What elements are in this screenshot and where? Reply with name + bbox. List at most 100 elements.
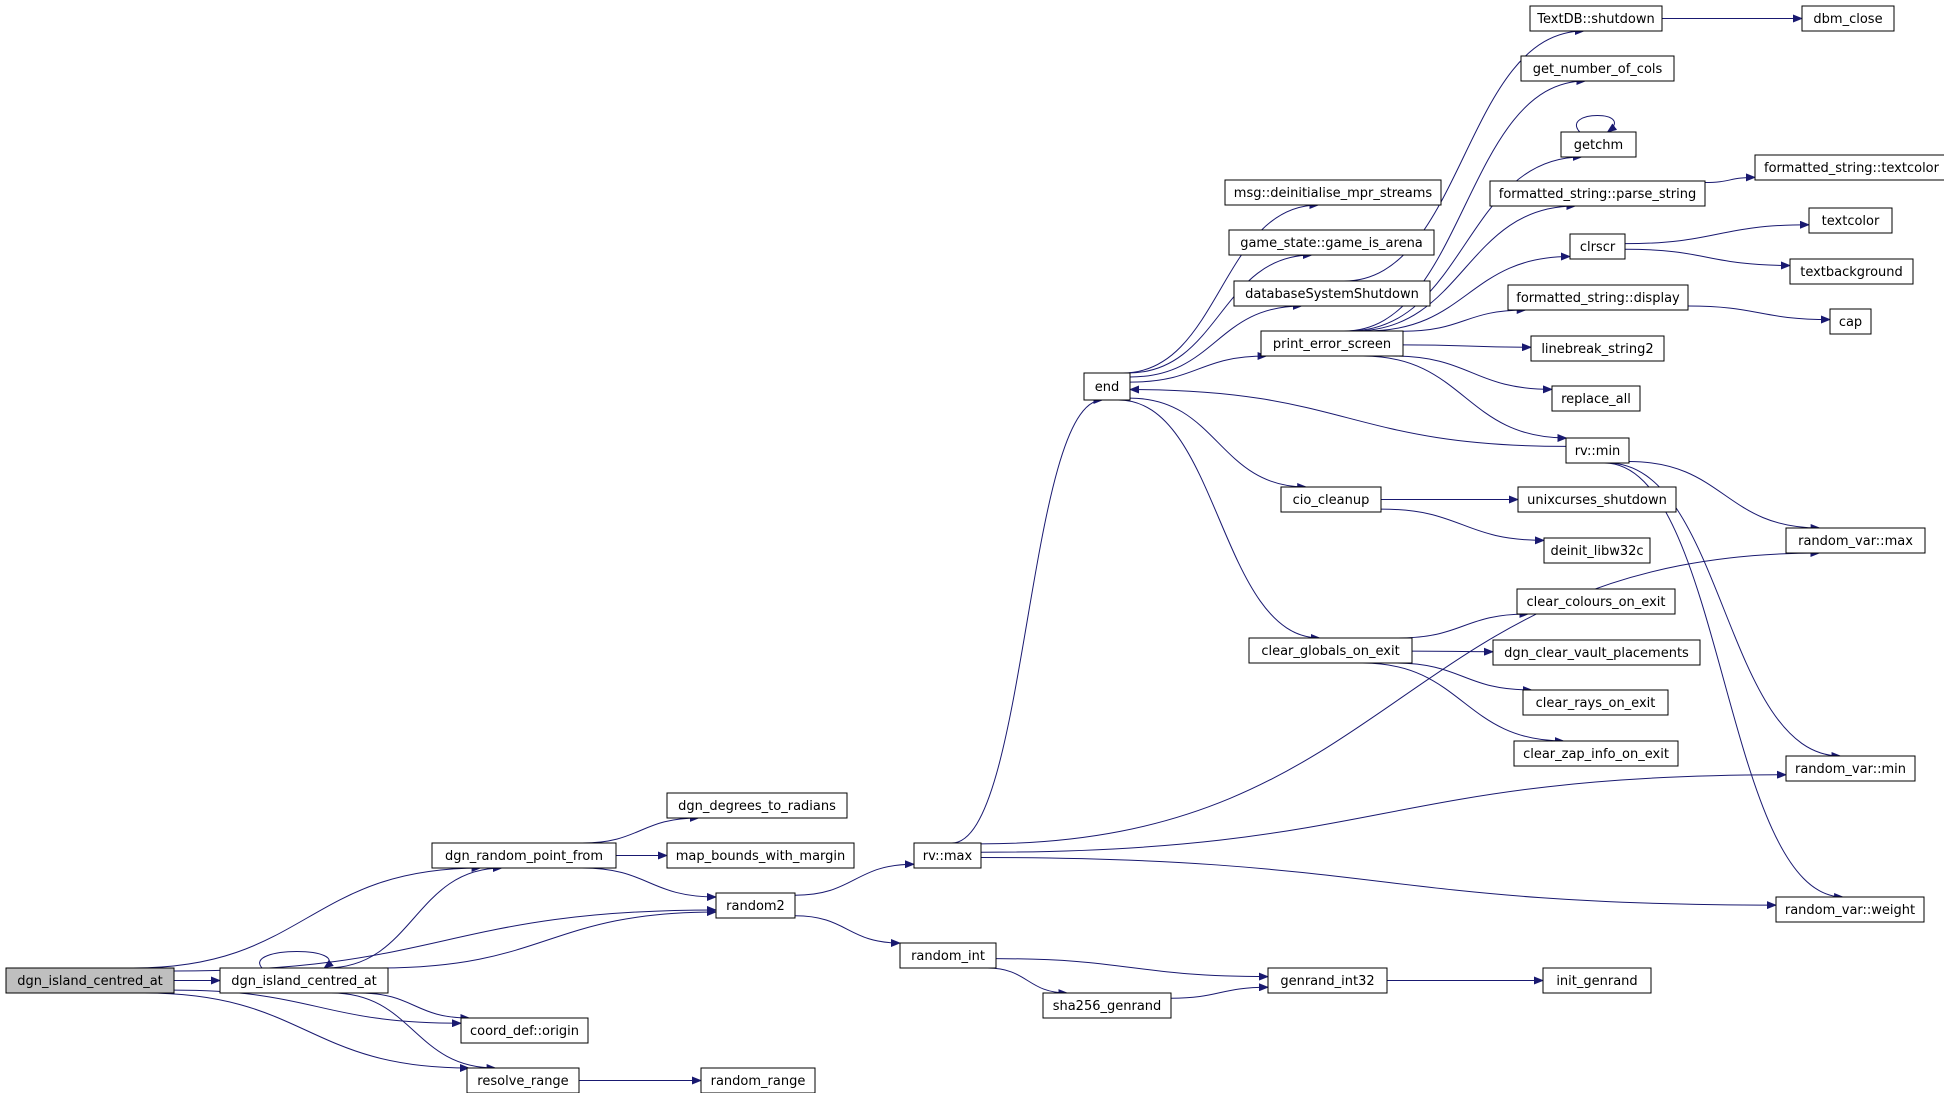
edge-clrscr-to-textbackground [1624, 248, 1791, 270]
edge-cio-cleanup-to-deinit-libw32c [1380, 508, 1545, 545]
node-cap[interactable]: cap [1829, 308, 1872, 335]
node-box [666, 842, 855, 869]
node-box [1507, 284, 1689, 311]
node-label: cap [1839, 315, 1862, 330]
node-clear-rays-on-exit[interactable]: clear_rays_on_exit [1522, 689, 1669, 716]
node-random-var-min[interactable]: random_var::min [1785, 755, 1916, 782]
node-box [1808, 207, 1893, 234]
node-box [1267, 967, 1388, 994]
node-box [1224, 179, 1442, 206]
nodes-layer: dgn_island_centred_at dgn_island_centred_… [5, 5, 1944, 1093]
node-label: random_var::max [1798, 534, 1913, 549]
node-box [700, 1067, 816, 1093]
node-genrand-int32[interactable]: genrand_int32 [1267, 967, 1388, 994]
node-box [1829, 308, 1872, 335]
edge-rv-min-to-random-var-min [1607, 462, 1842, 760]
node-label: rv::min [1575, 444, 1621, 459]
node-label: dgn_island_centred_at [17, 974, 163, 989]
node-random-int[interactable]: random_int [899, 942, 997, 969]
node-get-number-of-cols[interactable]: get_number_of_cols [1520, 55, 1675, 82]
node-box [1520, 55, 1675, 82]
node-clrscr[interactable]: clrscr [1569, 233, 1626, 260]
node-random-range[interactable]: random_range [700, 1067, 816, 1093]
node-random-var-max[interactable]: random_var::max [1785, 527, 1926, 554]
node-clear-globals-on-exit[interactable]: clear_globals_on_exit [1248, 637, 1413, 664]
edge-getchm-to-getchm [1576, 115, 1618, 133]
node-box [1530, 335, 1665, 362]
edge-random2-to-rv-max [794, 860, 915, 896]
node-label: unixcurses_shutdown [1527, 493, 1667, 508]
node-textdb-shutdown[interactable]: TextDB::shutdown [1529, 5, 1663, 32]
node-deinit-libw32c[interactable]: deinit_libw32c [1543, 537, 1651, 564]
node-label: dgn_clear_vault_placements [1504, 646, 1689, 661]
node-box [1042, 992, 1172, 1019]
edge-end-to-game-state-game-is-arena [1128, 251, 1314, 374]
edge-sha256-genrand-to-genrand-int32 [1170, 983, 1269, 999]
node-resolve-range[interactable]: resolve_range [466, 1067, 580, 1093]
edge-random-int-to-sha256-genrand [987, 967, 1069, 997]
node-rv-max[interactable]: rv::max [913, 842, 982, 869]
edge-random-int-to-genrand-int32 [995, 958, 1269, 981]
edge-end-to-databasesystemshutdown [1129, 302, 1303, 378]
node-dgn-island-centred-at-root[interactable]: dgn_island_centred_at [5, 967, 175, 994]
node-label: textcolor [1822, 214, 1880, 229]
node-dgn-island-centred-at[interactable]: dgn_island_centred_at [219, 967, 389, 994]
node-clear-zap-info-on-exit[interactable]: clear_zap_info_on_exit [1513, 740, 1679, 767]
node-label: dbm_close [1813, 12, 1882, 27]
node-label: random_range [711, 1074, 806, 1089]
edge-rv-max-to-end [951, 396, 1104, 844]
node-formatted-string-display[interactable]: formatted_string::display [1507, 284, 1689, 311]
node-dgn-degrees-to-radians[interactable]: dgn_degrees_to_radians [666, 792, 848, 819]
edge-rv-max-to-random-var-weight [980, 857, 1777, 910]
node-formatted-string-parse-string[interactable]: formatted_string::parse_string [1489, 180, 1706, 207]
node-formatted-string-textcolor[interactable]: formatted_string::textcolor [1754, 154, 1944, 181]
node-game-state-game-is-arena[interactable]: game_state::game_is_arena [1228, 229, 1435, 256]
node-linebreak-string2[interactable]: linebreak_string2 [1530, 335, 1665, 362]
node-init-genrand[interactable]: init_genrand [1542, 967, 1652, 994]
node-rv-min[interactable]: rv::min [1565, 437, 1630, 464]
node-random2[interactable]: random2 [715, 892, 796, 919]
edge-formatted-string-display-to-cap [1687, 305, 1831, 324]
node-box [1565, 437, 1630, 464]
node-textcolor[interactable]: textcolor [1808, 207, 1893, 234]
edge-end-to-cio-cleanup [1129, 397, 1308, 491]
edge-end-to-clear-globals-on-exit [1118, 399, 1321, 642]
node-databasesystemshutdown[interactable]: databaseSystemShutdown [1233, 280, 1431, 307]
node-box [666, 792, 848, 819]
node-getchm[interactable]: getchm [1560, 131, 1637, 158]
node-dgn-random-point-from[interactable]: dgn_random_point_from [431, 842, 617, 869]
node-box [1775, 896, 1925, 923]
edge-clear-globals-on-exit-to-clear-zap-info-on-exit [1362, 662, 1565, 745]
node-end[interactable]: end [1083, 372, 1131, 401]
edge-random2-to-random-int [794, 915, 901, 948]
node-print-error-screen[interactable]: print_error_screen [1260, 330, 1404, 357]
edge-rv-min-to-end [1129, 385, 1567, 447]
node-textbackground[interactable]: textbackground [1789, 258, 1914, 285]
node-sha256-genrand[interactable]: sha256_genrand [1042, 992, 1172, 1019]
node-label: map_bounds_with_margin [676, 849, 846, 864]
edge-dgn-island-centred-at-to-random2 [173, 905, 717, 972]
node-replace-all[interactable]: replace_all [1551, 385, 1641, 412]
node-box [1260, 330, 1404, 357]
edge-clear-globals-on-exit-to-clear-colours-on-exit [1398, 610, 1530, 639]
node-dbm-close[interactable]: dbm_close [1801, 5, 1895, 32]
node-random-var-weight[interactable]: random_var::weight [1775, 896, 1925, 923]
node-box [1785, 527, 1926, 554]
node-box [5, 967, 175, 994]
node-dgn-clear-vault-placements[interactable]: dgn_clear_vault_placements [1492, 639, 1701, 666]
node-box [1083, 372, 1131, 401]
node-map-bounds-with-margin[interactable]: map_bounds_with_margin [666, 842, 855, 869]
edge-print-error-screen-to-formatted-string-display [1402, 306, 1527, 332]
node-coord-def-origin[interactable]: coord_def::origin [460, 1017, 589, 1044]
node-clear-colours-on-exit[interactable]: clear_colours_on_exit [1516, 588, 1676, 615]
node-box [899, 942, 997, 969]
node-label: print_error_screen [1273, 337, 1391, 352]
node-box [1569, 233, 1626, 260]
node-cio-cleanup[interactable]: cio_cleanup [1280, 486, 1382, 513]
node-msg-deinitialise-mpr-streams[interactable]: msg::deinitialise_mpr_streams [1224, 179, 1442, 206]
node-box [466, 1067, 580, 1093]
node-unixcurses-shutdown[interactable]: unixcurses_shutdown [1517, 486, 1677, 513]
node-box [1522, 689, 1669, 716]
node-label: game_state::game_is_arena [1240, 236, 1423, 251]
